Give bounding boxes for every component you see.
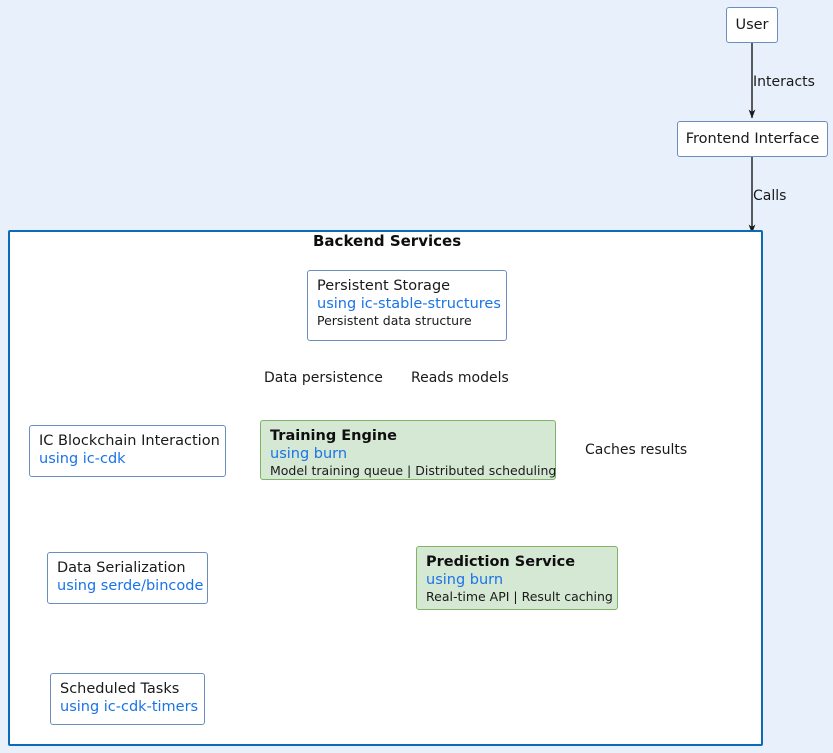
node-data-serialization-library: using serde/bincode bbox=[57, 578, 204, 595]
node-data-serialization-label: Data Serialization bbox=[57, 560, 186, 576]
node-data-serialization[interactable]: Data Serialization using serde/bincode bbox=[47, 552, 208, 604]
node-frontend-interface-label: Frontend Interface bbox=[685, 130, 820, 147]
node-persistent-storage-library: using ic-stable-structures bbox=[317, 296, 501, 313]
edge-label-reads-models: Reads models bbox=[411, 370, 509, 386]
node-frontend-interface[interactable]: Frontend Interface bbox=[677, 121, 828, 157]
node-scheduled-tasks-label: Scheduled Tasks bbox=[60, 681, 180, 697]
node-user[interactable]: User bbox=[726, 7, 778, 43]
node-prediction-service-label: Prediction Service bbox=[426, 554, 576, 570]
node-training-engine[interactable]: Training Engine using burn Model trainin… bbox=[260, 420, 556, 480]
node-persistent-storage[interactable]: Persistent Storage using ic-stable-struc… bbox=[307, 270, 507, 341]
edge-label-interacts: Interacts bbox=[753, 74, 815, 90]
node-ic-blockchain-interaction-label: IC Blockchain Interaction bbox=[39, 433, 220, 449]
node-user-label: User bbox=[735, 16, 769, 33]
node-prediction-service[interactable]: Prediction Service using burn Real-time … bbox=[416, 546, 618, 610]
node-scheduled-tasks-library: using ic-cdk-timers bbox=[60, 699, 199, 716]
edge-label-caches-results: Caches results bbox=[585, 442, 688, 458]
edge-label-data-persistence: Data persistence bbox=[264, 370, 383, 386]
node-scheduled-tasks[interactable]: Scheduled Tasks using ic-cdk-timers bbox=[50, 673, 205, 725]
node-training-engine-library: using burn bbox=[270, 446, 348, 463]
node-ic-blockchain-interaction[interactable]: IC Blockchain Interaction using ic-cdk bbox=[29, 425, 226, 477]
edge-label-calls: Calls bbox=[753, 188, 787, 204]
cluster-title-backend-services: Backend Services bbox=[313, 232, 462, 250]
node-persistent-storage-label: Persistent Storage bbox=[317, 278, 451, 294]
node-prediction-service-detail: Real-time API | Result caching bbox=[426, 589, 613, 605]
node-training-engine-label: Training Engine bbox=[270, 428, 397, 444]
node-training-engine-detail: Model training queue | Distributed sched… bbox=[270, 463, 557, 479]
node-persistent-storage-detail: Persistent data structure bbox=[317, 313, 472, 329]
node-ic-blockchain-interaction-library: using ic-cdk bbox=[39, 451, 126, 468]
node-prediction-service-library: using burn bbox=[426, 572, 504, 589]
